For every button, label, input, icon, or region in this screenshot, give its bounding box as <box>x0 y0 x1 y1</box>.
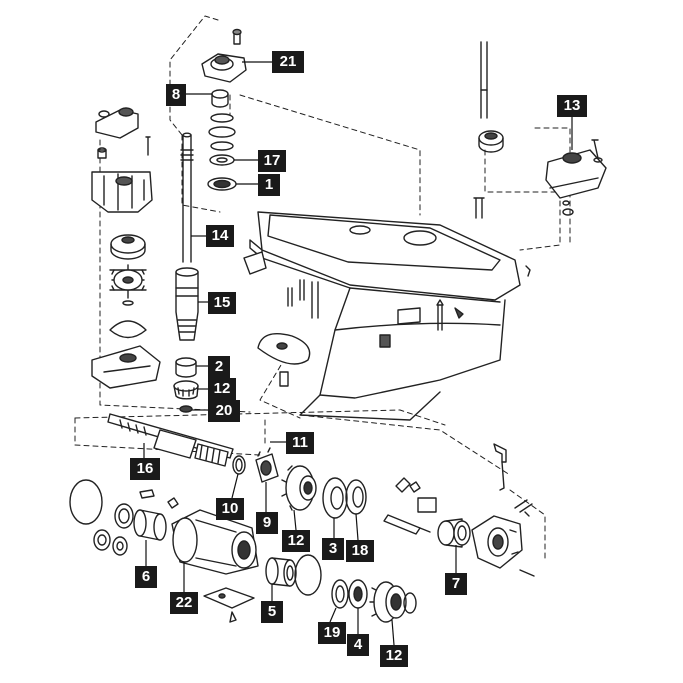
part-10-ring <box>232 455 246 475</box>
shift-linkage-parts <box>383 443 533 535</box>
callout-12-forward: 12 <box>282 530 310 552</box>
bearing-carrier <box>471 515 535 577</box>
o-ring <box>69 479 103 525</box>
callout-21: 21 <box>272 51 304 73</box>
callout-15: 15 <box>208 292 236 314</box>
callout-20: 20 <box>208 400 240 422</box>
callout-1: 1 <box>258 174 280 196</box>
callout-17: 17 <box>258 150 286 172</box>
water-pump-parts <box>91 107 161 389</box>
part-19-shim <box>331 579 349 609</box>
support-plate <box>203 587 255 623</box>
part-seal-stack <box>207 113 237 191</box>
part-3-shim <box>322 477 348 519</box>
part-4-washer <box>348 579 368 609</box>
callout-8: 8 <box>166 84 186 106</box>
leader-lines <box>143 61 573 646</box>
callout-10: 10 <box>216 498 244 520</box>
callout-9: 9 <box>256 512 278 534</box>
callout-5: 5 <box>261 601 283 623</box>
part-22-carrier <box>167 497 259 575</box>
seal-ring <box>294 554 322 596</box>
gearcase-housing <box>249 211 521 421</box>
callout-2: 2 <box>208 356 230 378</box>
part-16-propeller-shaft <box>107 413 234 467</box>
part-5-bearing <box>265 557 297 587</box>
part-9-clutch <box>255 447 279 483</box>
part-12-reverse-gear <box>369 581 417 623</box>
callout-4: 4 <box>347 634 369 656</box>
callout-19: 19 <box>318 622 346 644</box>
part-15-pinion-bearing <box>175 267 199 341</box>
housing-bolts <box>243 251 444 387</box>
callout-18: 18 <box>346 540 374 562</box>
part-12-pinion-gear <box>173 380 199 400</box>
callout-22: 22 <box>170 592 198 614</box>
part-14-driveshaft <box>180 132 194 263</box>
callout-12-reverse: 12 <box>380 645 408 667</box>
shift-shaft-parts <box>473 41 607 277</box>
callout-16: 16 <box>130 458 160 480</box>
callout-12-pinion: 12 <box>208 378 236 400</box>
callout-7: 7 <box>445 573 467 595</box>
part-6-bearings <box>93 489 167 556</box>
callout-14: 14 <box>206 225 234 247</box>
part-12-forward-gear <box>281 465 317 511</box>
callout-11: 11 <box>286 432 314 454</box>
callout-13: 13 <box>557 95 587 117</box>
part-20-nut <box>179 405 193 413</box>
callout-3: 3 <box>322 538 344 560</box>
part-7-bearing <box>437 518 471 548</box>
part-18-washer <box>345 479 367 515</box>
part-8-bushing <box>211 89 229 108</box>
callout-6: 6 <box>135 566 157 588</box>
part-21-cap <box>201 28 247 83</box>
anode-plate <box>257 333 311 365</box>
part-2-bearing <box>175 357 197 378</box>
